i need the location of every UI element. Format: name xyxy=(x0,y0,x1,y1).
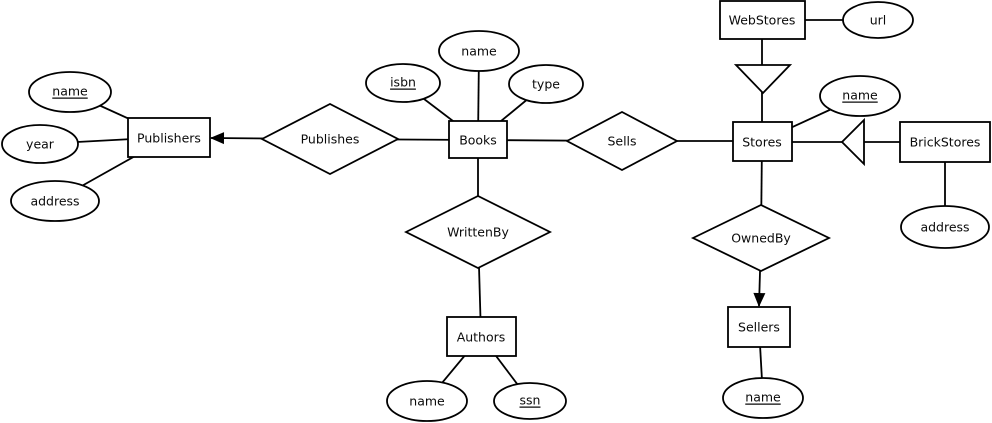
relationship-ownedby-label: OwnedBy xyxy=(731,231,791,246)
attribute-brickstores-address: address xyxy=(900,205,990,249)
entity-brickstores-box xyxy=(899,121,991,163)
entity-authors-label: Authors xyxy=(457,330,506,345)
entity-publishers-label: Publishers xyxy=(137,131,201,146)
attribute-authors-ssn-label: ssn xyxy=(520,393,541,408)
relationship-writtenby-diamond xyxy=(403,194,553,270)
attribute-stores-name-label: name xyxy=(842,88,878,103)
attribute-publishers-address-label: address xyxy=(30,194,79,209)
relationship-ownedby: OwnedBy xyxy=(690,203,832,273)
attribute-brickstores-address-label: address xyxy=(920,220,969,235)
entity-brickstores-label: BrickStores xyxy=(910,135,981,150)
entity-webstores-label: WebStores xyxy=(729,13,796,28)
attribute-publishers-name-label: name xyxy=(52,84,88,99)
relationship-writtenby: WrittenBy xyxy=(403,194,553,270)
relationship-publishes-label: Publishes xyxy=(301,132,360,147)
entity-books: Books xyxy=(448,120,508,159)
relationship-publishes: Publishes xyxy=(260,102,400,176)
attribute-brickstores-address-ellipse xyxy=(900,205,990,249)
attribute-authors-name: name xyxy=(386,380,468,422)
attribute-stores-name: name xyxy=(819,75,901,117)
attribute-authors-name-ellipse xyxy=(386,380,468,422)
entity-authors-box xyxy=(446,316,517,357)
attribute-sellers-name-ellipse xyxy=(722,377,804,419)
entity-stores-box xyxy=(732,121,793,162)
isa-triangle-brickstores xyxy=(840,117,865,167)
relationship-ownedby-diamond xyxy=(690,203,832,273)
entity-brickstores: BrickStores xyxy=(899,121,991,163)
attribute-webstores-url-label: url xyxy=(870,13,887,28)
entity-sellers: Sellers xyxy=(727,306,791,348)
attribute-publishers-year: year xyxy=(1,124,79,164)
entity-books-label: Books xyxy=(459,133,497,148)
relationship-publishes-diamond xyxy=(260,102,400,176)
attribute-books-isbn: isbn xyxy=(365,63,441,103)
attribute-sellers-name-label: name xyxy=(745,390,781,405)
entity-stores: Stores xyxy=(732,121,793,162)
isa-triangle-webstores xyxy=(733,64,793,95)
attribute-publishers-name: name xyxy=(28,71,112,113)
attribute-books-type-ellipse xyxy=(508,64,584,104)
attribute-authors-ssn-ellipse xyxy=(493,382,567,420)
entity-publishers: Publishers xyxy=(127,117,211,158)
attribute-publishers-year-label: year xyxy=(26,137,55,152)
relationship-sells-diamond xyxy=(565,110,679,172)
entity-sellers-label: Sellers xyxy=(738,320,780,335)
attribute-publishers-address-ellipse xyxy=(10,180,100,222)
attribute-stores-name-ellipse xyxy=(819,75,901,117)
attribute-books-name-label: name xyxy=(461,44,497,59)
attribute-books-name-ellipse xyxy=(438,30,520,72)
isa-connectors xyxy=(733,64,865,167)
relationship-sells: Sells xyxy=(565,110,679,172)
attribute-books-isbn-ellipse xyxy=(365,63,441,103)
attribute-authors-name-label: name xyxy=(409,394,445,409)
entity-stores-label: Stores xyxy=(742,135,782,150)
entity-publishers-box xyxy=(127,117,211,158)
relationship-sells-label: Sells xyxy=(607,134,636,149)
entity-webstores-box xyxy=(719,0,806,40)
attribute-books-type-label: type xyxy=(532,77,560,92)
attribute-sellers-name: name xyxy=(722,377,804,419)
attribute-books-isbn-label: isbn xyxy=(390,75,416,90)
attribute-books-name: name xyxy=(438,30,520,72)
attribute-publishers-address: address xyxy=(10,180,100,222)
attribute-books-type: type xyxy=(508,64,584,104)
attribute-webstores-url-ellipse xyxy=(842,1,914,39)
attribute-webstores-url: url xyxy=(842,1,914,39)
attribute-publishers-year-ellipse xyxy=(1,124,79,164)
relationship-writtenby-label: WrittenBy xyxy=(447,225,509,240)
entity-authors: Authors xyxy=(446,316,517,357)
attribute-publishers-name-ellipse xyxy=(28,71,112,113)
entity-sellers-box xyxy=(727,306,791,348)
entity-books-box xyxy=(448,120,508,159)
entity-webstores: WebStores xyxy=(719,0,806,40)
attribute-authors-ssn: ssn xyxy=(493,382,567,420)
